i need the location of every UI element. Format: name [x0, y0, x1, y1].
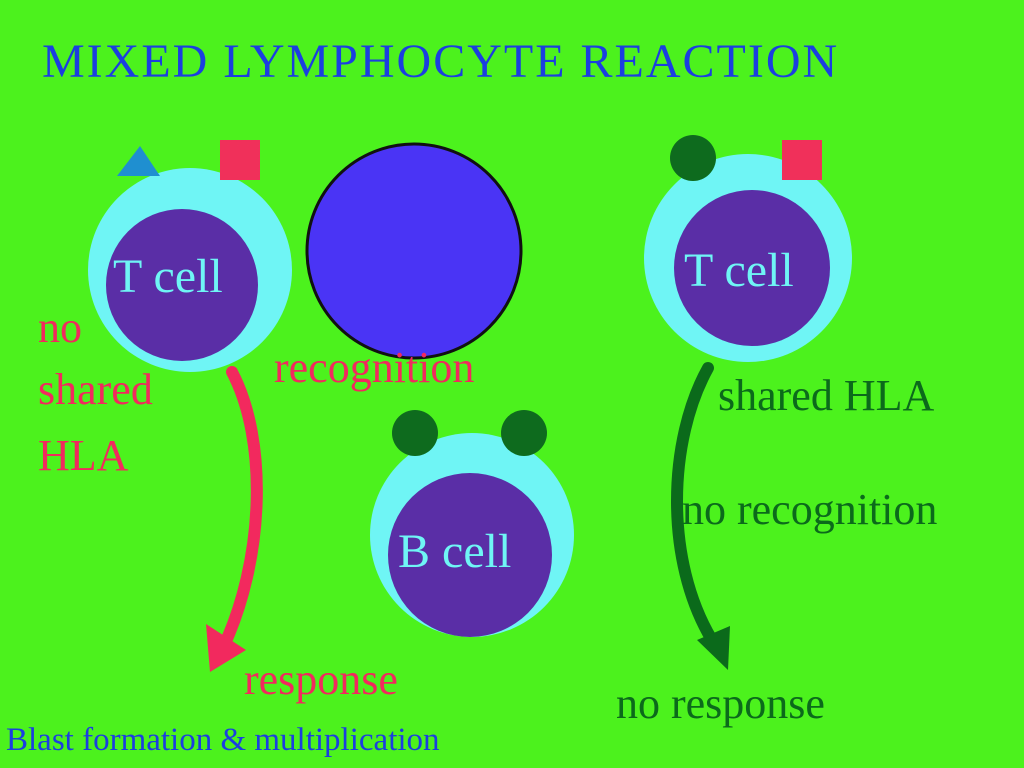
- no-response-label: no response: [616, 679, 825, 728]
- shared-hla-label: shared HLA: [718, 371, 935, 420]
- footer-caption: Blast formation & multiplication: [6, 722, 440, 758]
- circle-antigen-icon: [670, 135, 716, 181]
- t-cell-left-nucleus: [106, 209, 258, 361]
- t-cell-right-label: T cell: [684, 244, 794, 297]
- no-shared-hla-line-2: shared: [38, 365, 153, 414]
- t-cell-left: [88, 140, 292, 372]
- no-response-arrow: [671, 362, 730, 670]
- circle-antigen-icon: [392, 410, 438, 456]
- diagram-title: MIXED LYMPHOCYTE REACTION: [42, 35, 840, 88]
- response-label: response: [244, 655, 398, 704]
- circle-antigen-icon: [501, 410, 547, 456]
- square-antigen-icon: [220, 140, 260, 180]
- t-cell-right-nucleus: [674, 190, 830, 346]
- b-cell-label: B cell: [398, 525, 512, 578]
- b-cell: [370, 410, 574, 637]
- response-arrow: [206, 366, 263, 672]
- b-cell-nucleus: [388, 473, 552, 637]
- stimulator-cell: [305, 142, 523, 360]
- triangle-antigen-icon: [117, 146, 160, 176]
- no-shared-hla-line-3: HLA: [38, 431, 129, 480]
- recognition-label: recognition: [274, 343, 475, 392]
- t-cell-left-label: T cell: [113, 250, 223, 303]
- t-cell-right: [644, 135, 852, 362]
- no-recognition-label: no recognition: [682, 485, 938, 534]
- square-antigen-icon: [782, 140, 822, 180]
- no-shared-hla-line-1: no: [38, 303, 82, 352]
